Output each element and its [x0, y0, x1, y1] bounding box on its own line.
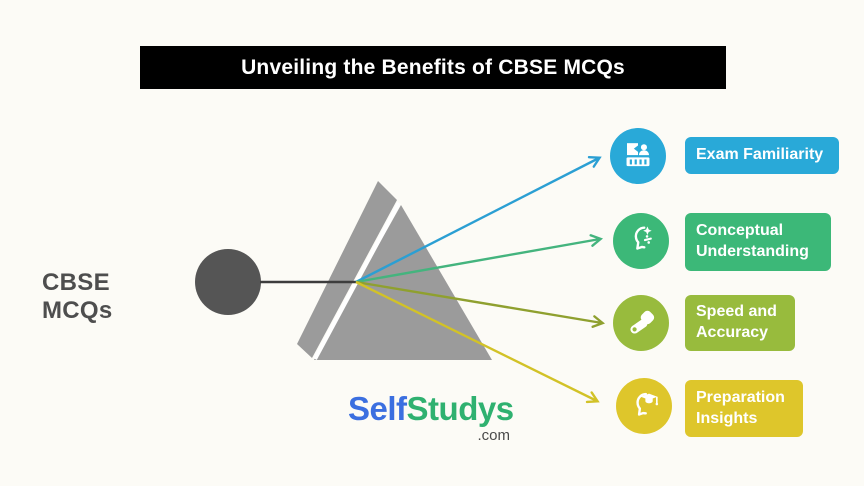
title-bar: Unveiling the Benefits of CBSE MCQs [140, 46, 726, 89]
graduate-head-glyph [636, 392, 659, 416]
benefit-box-speed-accuracy: Speed and Accuracy [685, 295, 795, 351]
logo-suffix: .com [477, 426, 510, 444]
mind-sparkle-glyph [634, 226, 652, 250]
exam-podium-glyph [626, 143, 650, 167]
benefit-box-conceptual-understanding: Conceptual Understanding [685, 213, 831, 271]
source-label: CBSE MCQs [42, 269, 113, 324]
benefit-box-exam-familiarity: Exam Familiarity [685, 137, 839, 174]
graduate-head-icon [616, 378, 672, 434]
benefit-label: Conceptual Understanding [696, 222, 809, 260]
exam-podium-icon [610, 128, 666, 184]
speed-pointer-glyph [630, 310, 655, 334]
source-node-circle [195, 249, 261, 315]
mind-sparkle-icon [613, 213, 669, 269]
prism-back-face [297, 181, 397, 358]
speed-pointer-icon [613, 295, 669, 351]
benefit-label: Speed and Accuracy [696, 303, 777, 341]
ray-preparation-insights [355, 280, 600, 404]
logo-part-studys: Studys [406, 390, 515, 427]
ray-conceptual-understanding [355, 234, 604, 284]
ray-exam-familiarity [355, 156, 602, 284]
benefit-label: Preparation Insights [696, 388, 785, 427]
prism-triangle [314, 205, 492, 360]
page-title: Unveiling the Benefits of CBSE MCQs [241, 55, 625, 79]
logo-part-self: Self [348, 390, 407, 427]
ray-speed-accuracy [355, 280, 606, 328]
selfstudys-logo: SelfStudys .com [348, 390, 515, 444]
benefit-box-preparation-insights: Preparation Insights [685, 380, 803, 437]
benefit-label: Exam Familiarity [696, 146, 824, 164]
